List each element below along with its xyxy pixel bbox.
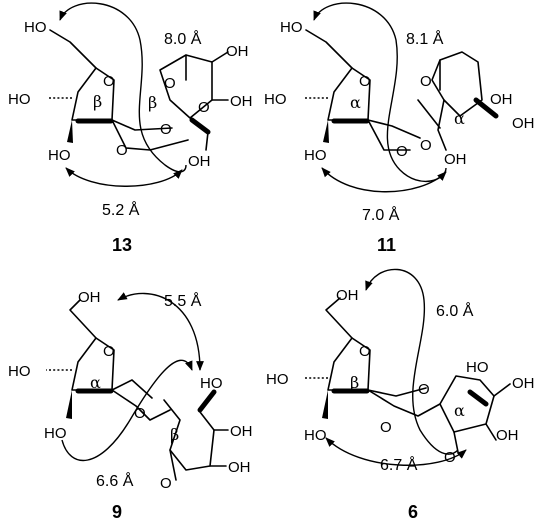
distance-arrow-bottom: [325, 437, 467, 466]
anomer-label-right: α: [454, 109, 465, 128]
atom-label: O: [359, 73, 371, 90]
distance-arrow-top: [313, 2, 447, 183]
panel-11: HO HO HO O O O O OH OH OH α α 8.1 Å 7.0 …: [264, 2, 535, 255]
distance-arrow-bottom: [321, 167, 447, 193]
atom-label: OH: [78, 289, 101, 306]
atom-label: O: [134, 405, 146, 422]
atom-label: O: [380, 419, 392, 436]
distance-arrow-bottom: [61, 359, 193, 462]
anomer-label-left: β: [93, 92, 102, 111]
atom-label: O: [420, 73, 432, 90]
atom-label: O: [198, 99, 210, 116]
atom-label: O: [164, 75, 176, 92]
anomer-label-left: α: [90, 373, 101, 392]
distance-arrow-top: [117, 292, 204, 371]
atom-label: HO: [304, 427, 327, 444]
atom-label: HO: [44, 425, 67, 442]
atom-label: HO: [264, 91, 287, 108]
compound-label: 9: [112, 502, 122, 522]
structure-11: [304, 29, 499, 151]
anomer-label-right: β: [170, 425, 179, 444]
atom-label: OH: [512, 375, 535, 392]
atom-label: HO: [8, 363, 31, 380]
distance-label-bottom: 6.6 Å: [96, 471, 134, 490]
distance-label-top: 5.5 Å: [164, 291, 202, 310]
atom-label: OH: [444, 151, 467, 168]
atom-label: O: [418, 381, 430, 398]
anomer-label-left: α: [350, 93, 361, 112]
compound-label: 13: [112, 235, 132, 255]
distance-label-bottom: 6.7 Å: [380, 455, 418, 474]
atom-label: HO: [266, 371, 289, 388]
atom-label: OH: [226, 43, 249, 60]
atom-label: O: [359, 343, 371, 360]
panel-13: HO HO HO O O O O O OH OH OH β β 8.0 Å 5.…: [8, 2, 253, 255]
compound-label: 11: [377, 235, 396, 255]
atom-label: OH: [490, 91, 513, 108]
atom-label: O: [103, 73, 115, 90]
panel-9: OH HO HO O O O HO OH OH α β 5.5 Å 6.6 Å …: [8, 289, 253, 522]
atom-label: OH: [512, 115, 535, 132]
structure-9: [46, 299, 229, 481]
distance-label-top: 8.0 Å: [164, 29, 202, 48]
atom-label: O: [103, 343, 115, 360]
atom-label: HO: [200, 375, 223, 392]
atom-label: OH: [188, 153, 211, 170]
atom-label: O: [396, 143, 408, 160]
distance-arrow-bottom: [65, 167, 183, 187]
atom-label: O: [160, 121, 172, 138]
atom-label: HO: [8, 91, 31, 108]
atom-label: HO: [304, 147, 327, 164]
distance-label-bottom: 7.0 Å: [362, 205, 400, 224]
atom-label: O: [160, 475, 172, 492]
panel-6: OH HO HO O O O O HO OH OH β α 6.0 Å 6.7 …: [266, 268, 535, 522]
structure-6: [304, 297, 511, 453]
atom-label: HO: [48, 147, 71, 164]
distance-label-bottom: 5.2 Å: [102, 200, 140, 219]
atom-label: HO: [24, 19, 47, 36]
atom-label: O: [116, 142, 128, 159]
atom-label: OH: [336, 287, 359, 304]
atom-label: OH: [230, 423, 253, 440]
atom-label: O: [420, 137, 432, 154]
atom-label: OH: [228, 459, 251, 476]
distance-label-top: 6.0 Å: [436, 301, 474, 320]
compound-label: 6: [408, 502, 418, 522]
anomer-label-right: α: [454, 401, 465, 420]
anomer-label-left: β: [350, 373, 359, 392]
anomer-label-right: β: [148, 93, 157, 112]
distance-label-top: 8.1 Å: [406, 29, 444, 48]
atom-label: OH: [496, 427, 519, 444]
atom-label: HO: [280, 19, 303, 36]
atom-label: OH: [230, 93, 253, 110]
atom-label: HO: [466, 359, 489, 376]
structure-13: [48, 29, 229, 151]
